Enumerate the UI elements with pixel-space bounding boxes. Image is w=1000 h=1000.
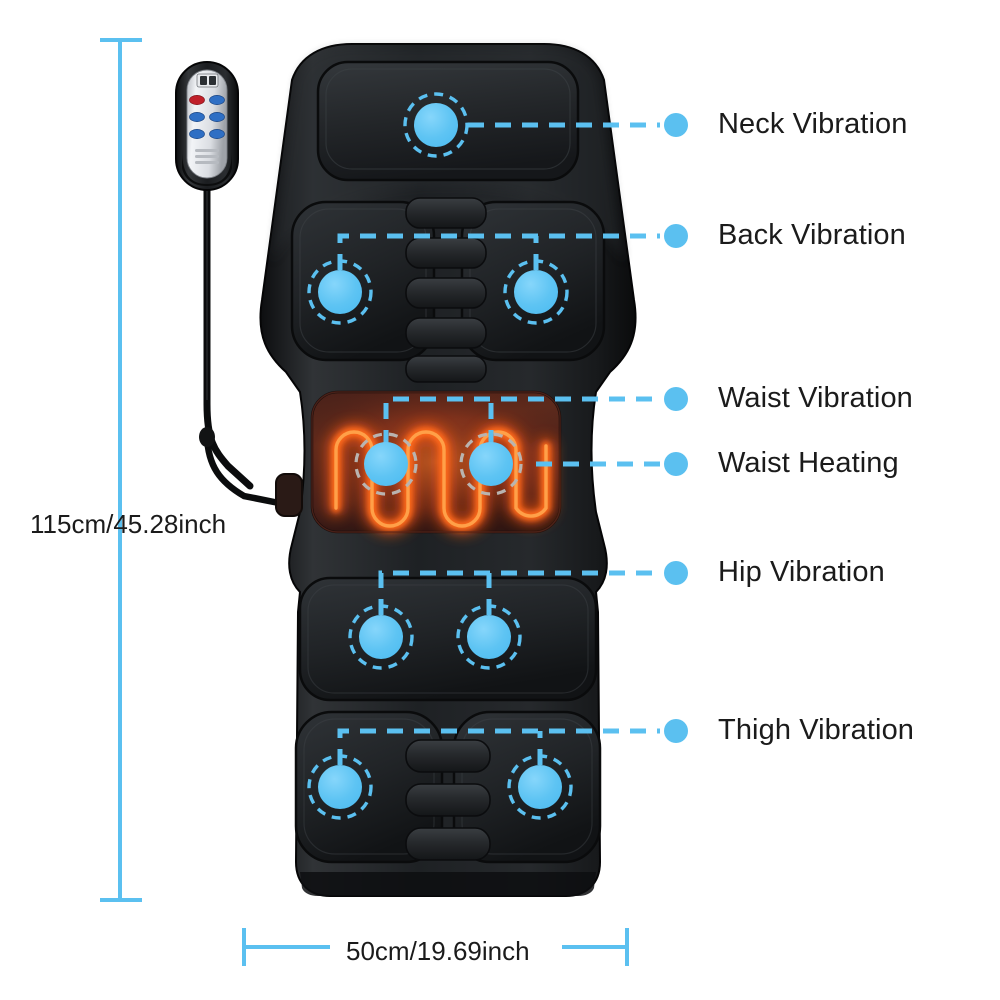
vibration-point-back-left bbox=[307, 259, 373, 325]
callout-end-dots bbox=[664, 113, 688, 743]
remote-timer-button bbox=[209, 112, 225, 122]
callout-dot-waist-heating bbox=[664, 452, 688, 476]
vibration-point-neck bbox=[403, 92, 469, 158]
remote-heat-button bbox=[209, 95, 225, 105]
height-dimension-line bbox=[100, 38, 142, 902]
handheld-remote[interactable] bbox=[175, 61, 239, 191]
width-dimension-line bbox=[242, 928, 629, 966]
callout-lines bbox=[337, 122, 660, 765]
callout-hip bbox=[378, 570, 660, 615]
remote-intensity-button bbox=[189, 129, 205, 139]
vibration-point-waist-left bbox=[354, 432, 418, 496]
remote-power-button bbox=[189, 95, 205, 105]
power-cable bbox=[199, 186, 303, 517]
remote-mode-button bbox=[189, 112, 205, 122]
callout-dot-neck bbox=[664, 113, 688, 137]
callout-dot-waist-vibration bbox=[664, 387, 688, 411]
callout-dot-thigh bbox=[664, 719, 688, 743]
remote-zone-button bbox=[209, 129, 225, 139]
thigh-center-ribs bbox=[405, 739, 491, 861]
hip-section bbox=[298, 576, 598, 702]
callout-dot-hip bbox=[664, 561, 688, 585]
callout-thigh bbox=[337, 728, 660, 765]
vibration-point-thigh-right bbox=[507, 754, 573, 820]
waist-heating-section bbox=[310, 390, 562, 534]
vibration-point-hip-right bbox=[456, 604, 522, 670]
callout-back bbox=[337, 233, 660, 270]
vibration-points bbox=[307, 92, 573, 820]
vibration-point-waist-right bbox=[459, 432, 523, 496]
vibration-point-hip-left bbox=[348, 604, 414, 670]
vibration-point-back-right bbox=[503, 259, 569, 325]
spine-ribs bbox=[405, 197, 487, 383]
callout-waist-vibration bbox=[383, 396, 660, 446]
vibration-point-thigh-left bbox=[307, 754, 373, 820]
callout-dot-back bbox=[664, 224, 688, 248]
